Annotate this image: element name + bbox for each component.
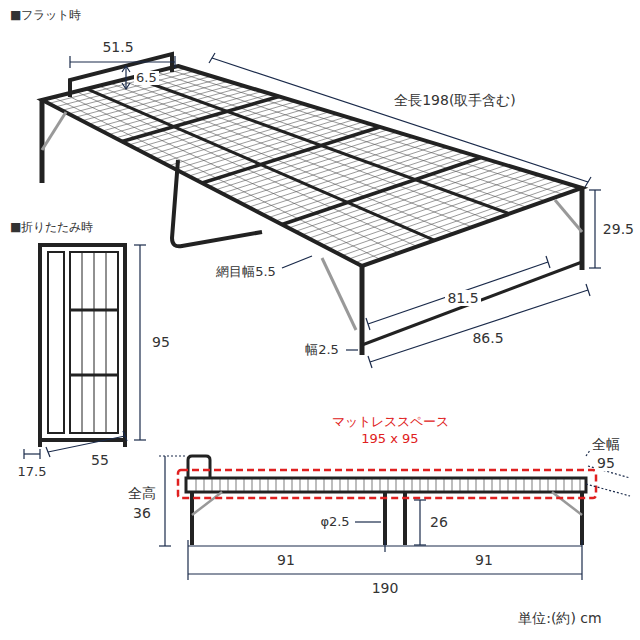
dimension-label: ■折りたたみ時 xyxy=(8,221,95,235)
mesh-line xyxy=(348,479,349,491)
mesh-line xyxy=(508,479,509,491)
dimension-label: 全高 xyxy=(126,485,158,501)
mesh-line xyxy=(268,479,269,491)
dimension-label: 17.5 xyxy=(16,465,49,480)
mesh-line xyxy=(87,89,435,240)
dimension-label: マットレススペース xyxy=(330,415,451,430)
mesh-line xyxy=(420,479,421,491)
mesh-line xyxy=(452,479,453,491)
mesh-line xyxy=(356,479,357,491)
mesh-line xyxy=(212,479,213,491)
dimension-label: 86.5 xyxy=(470,330,505,346)
mesh-line xyxy=(428,479,429,491)
mesh-line xyxy=(404,479,405,491)
mesh-line xyxy=(244,479,245,491)
bed-top-view xyxy=(42,66,582,266)
mesh-line xyxy=(548,479,549,491)
dimension-label: φ2.5 xyxy=(318,515,351,530)
mesh-line xyxy=(524,479,525,491)
mesh-line xyxy=(308,479,309,491)
dimension-label: 網目幅5.5 xyxy=(214,265,278,280)
dimension-label: ■フラット時 xyxy=(8,9,83,23)
mesh-line xyxy=(540,479,541,491)
dimension-label: 91 xyxy=(473,552,495,568)
dimension-label: 95 xyxy=(150,334,172,350)
dimension-label: 全幅 xyxy=(590,436,622,452)
mesh-line xyxy=(76,92,417,247)
mesh-line xyxy=(220,479,221,491)
dimension-label: 29.5 xyxy=(601,221,636,237)
dimension-label: 36 xyxy=(131,505,153,521)
dimension-label: 55 xyxy=(89,452,111,468)
mesh-line xyxy=(144,75,527,208)
mesh-line xyxy=(228,479,229,491)
dimension-label: 26 xyxy=(428,514,450,530)
bed-surface xyxy=(42,66,582,266)
mesh-line xyxy=(444,479,445,491)
mesh-line xyxy=(260,479,261,491)
mesh-line xyxy=(436,479,437,491)
mesh-line xyxy=(380,479,381,491)
dimension-label: 95 xyxy=(595,455,617,471)
mesh-line xyxy=(532,479,533,491)
mesh-line xyxy=(276,479,277,491)
mesh-line xyxy=(252,479,253,491)
mesh-line xyxy=(468,479,469,491)
dimension-label: 全長198(取手含む) xyxy=(392,92,518,108)
mesh-line xyxy=(324,479,325,491)
mesh-line xyxy=(460,479,461,491)
mesh-line xyxy=(476,479,477,491)
mesh-line xyxy=(500,479,501,491)
dimension-label: 単位:(約) cm xyxy=(516,610,603,626)
mesh-line xyxy=(564,479,565,491)
mesh-line xyxy=(167,69,564,195)
headrail xyxy=(70,54,172,97)
dimension-lines xyxy=(70,53,601,368)
mesh-line xyxy=(580,479,581,491)
bed-frame xyxy=(42,66,582,266)
dimension-label: 190 xyxy=(370,580,401,596)
dimension-label: 6.5 xyxy=(134,71,159,86)
mesh-line xyxy=(236,479,237,491)
mesh-line xyxy=(340,479,341,491)
mesh-line xyxy=(196,479,197,491)
mesh-line xyxy=(316,479,317,491)
mesh-line xyxy=(388,479,389,491)
mesh-line xyxy=(572,479,573,491)
bed-side-view xyxy=(178,456,596,545)
folded-dimension-lines xyxy=(24,245,146,459)
mesh-line xyxy=(284,479,285,491)
mesh-line xyxy=(516,479,517,491)
dimension-label: 81.5 xyxy=(445,290,480,306)
panel-bar xyxy=(87,89,435,240)
mesh-line xyxy=(292,479,293,491)
dimension-label: 91 xyxy=(275,552,297,568)
mesh-line xyxy=(332,479,333,491)
side-dimension-lines xyxy=(159,436,630,580)
mesh-line xyxy=(155,72,545,201)
mesh-line xyxy=(364,479,365,491)
mesh-line xyxy=(53,97,380,259)
folded-bed xyxy=(40,245,125,447)
dimension-label: 195 x 95 xyxy=(359,432,420,447)
mesh-line xyxy=(396,479,397,491)
mesh-line xyxy=(204,479,205,491)
mesh-line xyxy=(484,479,485,491)
mattress-space-outline xyxy=(178,470,596,498)
mesh-line xyxy=(412,479,413,491)
dimension-label: 幅2.5 xyxy=(303,343,341,358)
mesh-line xyxy=(556,479,557,491)
mesh-line xyxy=(300,479,301,491)
mesh-line xyxy=(372,479,373,491)
mesh-line xyxy=(492,479,493,491)
dimension-label: 51.5 xyxy=(100,39,135,55)
